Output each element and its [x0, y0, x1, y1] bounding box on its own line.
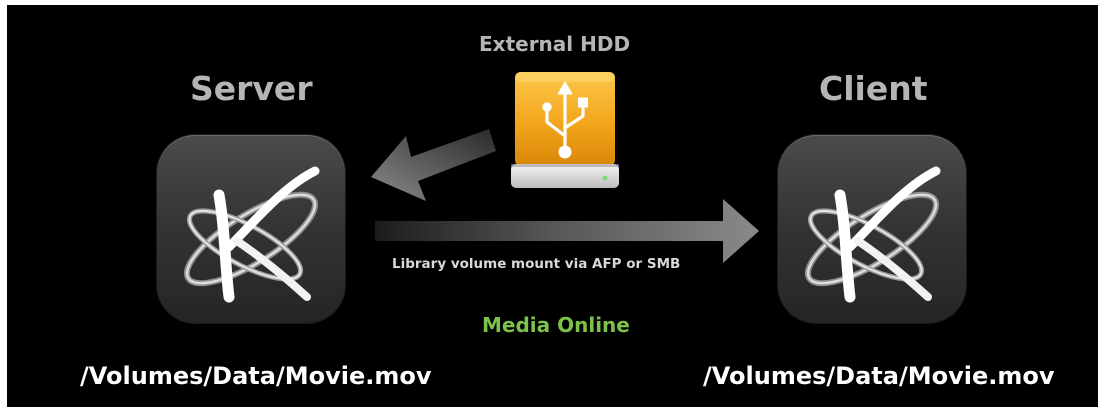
- external-hdd-label: External HDD: [479, 32, 631, 56]
- hdd-to-server-arrow: [371, 129, 496, 201]
- client-app-icon: [778, 135, 966, 323]
- server-to-client-arrow: [375, 199, 759, 263]
- client-file-path: /Volumes/Data/Movie.mov: [703, 362, 1055, 390]
- diagram-slide: External HDD Serve: [7, 5, 1098, 407]
- usb-drive-icon: [511, 72, 619, 188]
- final-cut-server-icon: [804, 166, 941, 303]
- server-title: Server: [190, 69, 313, 108]
- client-title: Client: [819, 69, 928, 108]
- media-status-label: Media Online: [482, 313, 630, 337]
- mount-caption: Library volume mount via AFP or SMB: [392, 256, 681, 272]
- final-cut-server-icon: [183, 166, 320, 303]
- arrows-layer: [371, 129, 759, 263]
- server-file-path: /Volumes/Data/Movie.mov: [80, 362, 432, 390]
- server-app-icon: [157, 135, 345, 323]
